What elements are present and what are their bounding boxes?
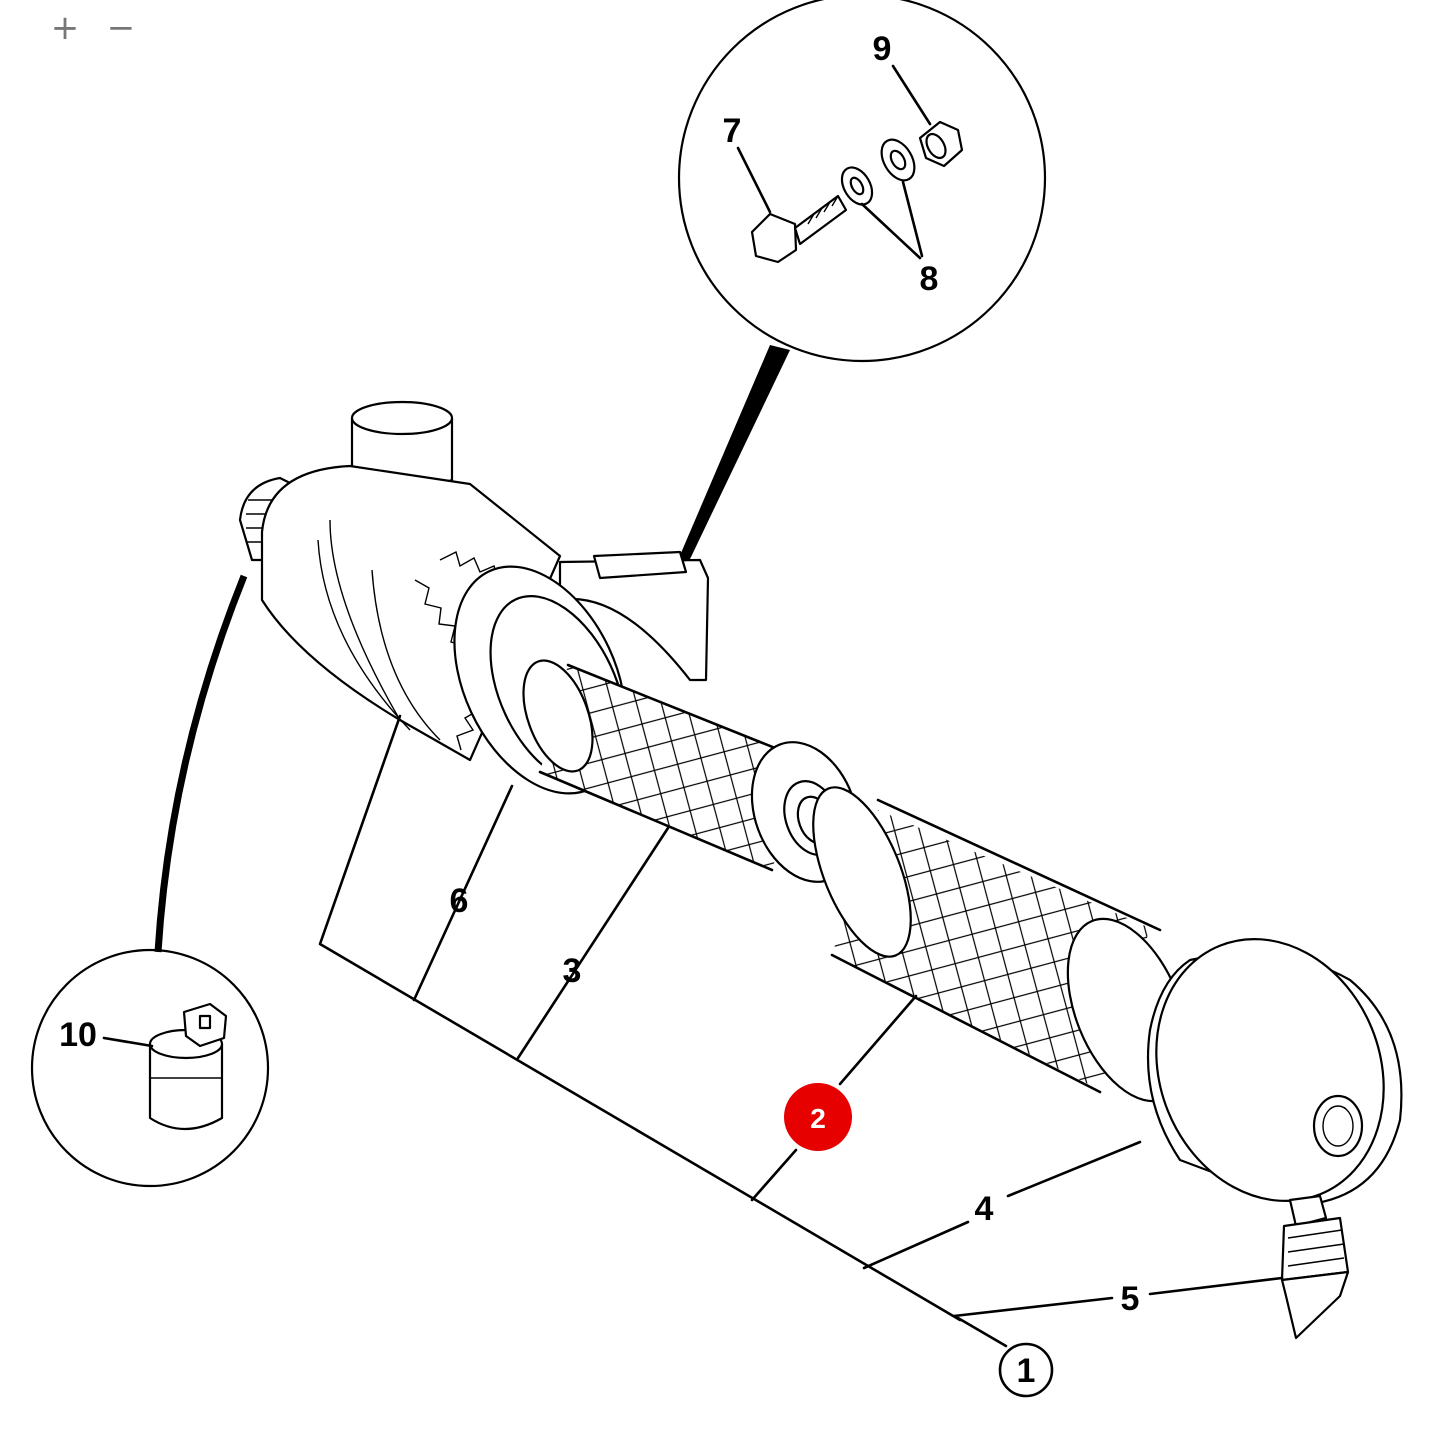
nut-part-9[interactable] [918,120,964,168]
callout-2[interactable]: 2 [810,1103,826,1134]
bolt-part-7[interactable] [750,194,848,264]
callout-5[interactable]: 5 [1121,1280,1140,1318]
callout-8[interactable]: 8 [920,260,939,298]
zoom-in-button[interactable]: + [50,8,80,48]
washer-part-8[interactable] [836,134,921,210]
detail-circle-hardware: 7 9 8 [672,0,1047,580]
callout-1-badge[interactable]: 1 [998,1342,1054,1398]
callout-1[interactable]: 1 [1017,1352,1036,1390]
callout-10[interactable]: 10 [59,1016,97,1054]
detail-pointer-indicator [154,574,248,953]
zoom-controls: + − [48,8,138,48]
callout-7[interactable]: 7 [723,112,742,150]
detail-circle-indicator: 10 [30,574,270,1188]
end-cap-part-4[interactable] [1118,905,1422,1236]
callout-9[interactable]: 9 [873,30,892,68]
callout-6[interactable]: 6 [450,882,469,920]
detail-pointer [672,345,790,580]
leader-7 [736,146,772,214]
leader-10 [102,1036,154,1048]
vacuator-valve-part-5[interactable] [1280,1194,1350,1340]
assembly-leader-lines [318,714,1284,1348]
leader-9 [891,64,932,126]
service-indicator-part-10[interactable] [148,1002,228,1130]
callout-2-highlight[interactable]: 2 [784,1083,852,1151]
leader-8b [901,180,924,258]
callout-3[interactable]: 3 [563,952,582,990]
leader-8a [860,202,922,260]
callout-4[interactable]: 4 [975,1190,994,1228]
zoom-out-button[interactable]: − [106,8,136,48]
